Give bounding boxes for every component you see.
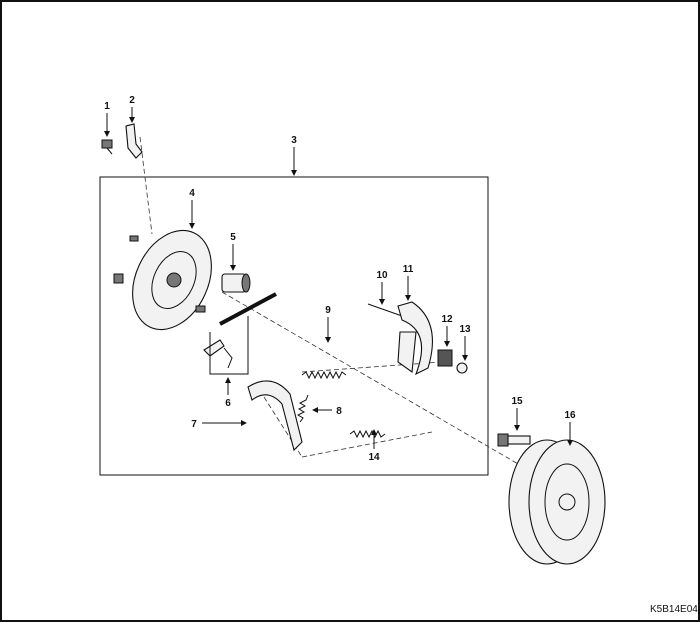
leader-lines [104,107,573,449]
callout-14: 14 [368,452,380,463]
backing-plate-part-4 [113,229,212,331]
callout-1: 1 [104,101,110,112]
wheel-cylinder-part-5 [221,273,251,293]
brake-shoe-part-7 [247,380,303,452]
callout-13: 13 [459,324,471,335]
callout-9: 9 [325,305,331,316]
callout-11: 11 [403,264,414,275]
callout-4: 4 [189,188,195,199]
adjuster-rod [219,292,277,326]
bracket-part-2 [125,123,143,159]
brake-drum-part-16 [508,439,606,565]
bolt-part-15 [497,433,531,447]
callout-2: 2 [129,95,135,106]
callout-12: 12 [441,314,453,325]
spring-part-14 [349,429,386,439]
callout-7: 7 [191,419,197,430]
callout-16: 16 [564,410,576,421]
bolt-part-1 [101,139,113,155]
callout-3: 3 [291,135,297,146]
callout-5: 5 [230,232,236,243]
cap-part-13 [456,362,468,374]
brake-shoe-part-11 [397,301,433,376]
callout-10: 10 [376,270,388,281]
brake-shoe-web [397,331,417,373]
callout-15: 15 [511,396,523,407]
center-line [221,291,533,473]
figure-code: K5B14E04 [650,604,698,615]
assembly-box [99,176,489,476]
spring-part-9 [301,370,347,380]
alignment-line [139,136,153,235]
pin-part-10 [367,303,403,317]
spring-part-12 [437,349,453,367]
lever-part-6 [203,316,249,375]
callout-8: 8 [336,406,342,417]
spring-part-8 [296,394,309,423]
callout-6: 6 [225,398,231,409]
